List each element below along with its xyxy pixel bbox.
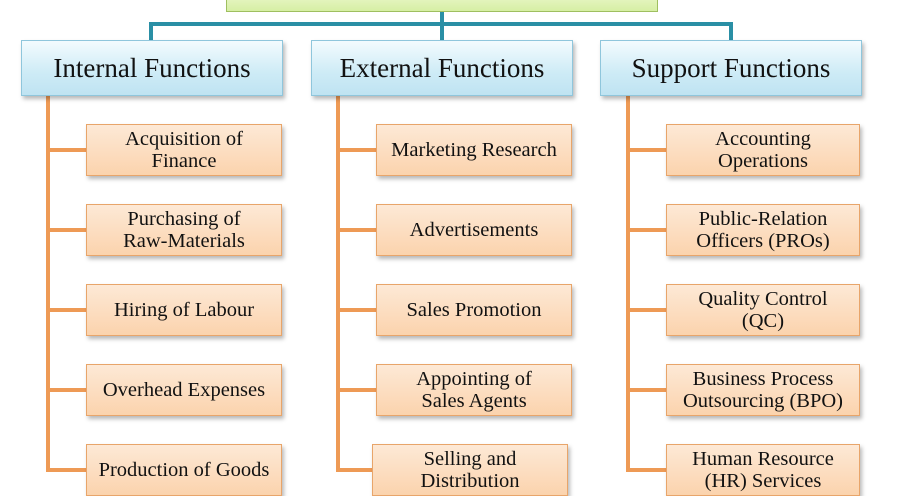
item-sales-promotion: Sales Promotion (376, 284, 572, 336)
item-purchasing-of-raw-materials: Purchasing of Raw-Materials (86, 204, 282, 256)
item-appointing-of-sales-agents: Appointing of Sales Agents (376, 364, 572, 416)
item-selling-and-distribution: Selling and Distribution (372, 444, 568, 496)
item-accounting-operations: Accounting Operations (666, 124, 860, 176)
item-public-relation-officers: Public-Relation Officers (PROs) (666, 204, 860, 256)
item-overhead-expenses: Overhead Expenses (86, 364, 282, 416)
column-header-support-functions: Support Functions (600, 40, 862, 96)
top-connectors (149, 12, 733, 40)
item-acquisition-of-finance: Acquisition of Finance (86, 124, 282, 176)
branch-connectors (46, 96, 666, 472)
connector-lines (46, 12, 733, 472)
column-header-internal-functions: Internal Functions (21, 40, 283, 96)
item-marketing-research: Marketing Research (376, 124, 572, 176)
item-hiring-of-labour: Hiring of Labour (86, 284, 282, 336)
column-header-external-functions: External Functions (311, 40, 573, 96)
item-human-resource-services: Human Resource (HR) Services (666, 444, 860, 496)
item-production-of-goods: Production of Goods (86, 444, 282, 496)
root-node (226, 0, 658, 12)
item-business-process-outsourcing: Business Process Outsourcing (BPO) (666, 364, 860, 416)
item-advertisements: Advertisements (376, 204, 572, 256)
item-quality-control: Quality Control (QC) (666, 284, 860, 336)
